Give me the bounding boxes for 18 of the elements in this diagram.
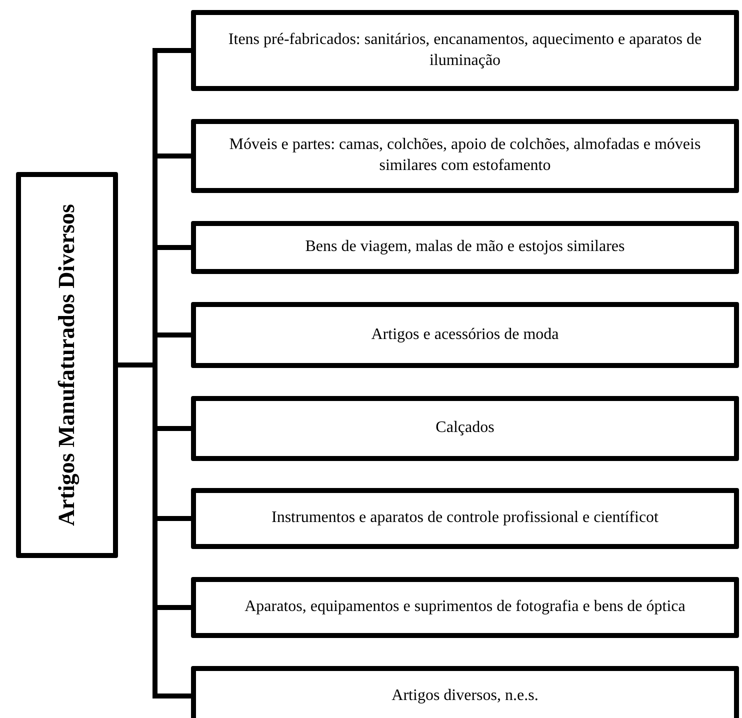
subcategory-label: Bens de viagem, malas de mão e estojos similares bbox=[305, 237, 625, 258]
subcategory-box bbox=[191, 488, 739, 549]
subcategory-label: Itens pré-fabricados: sanitários, encanamentos, aquecimento e aparatos de iluminação bbox=[227, 30, 703, 70]
subcategory-box bbox=[191, 221, 739, 274]
category-box bbox=[16, 172, 118, 558]
subcategory-box bbox=[191, 577, 739, 638]
subcategory-label: Móveis e partes: camas, colchões, apoio de colchões, almofadas e móveis similares com estofamento bbox=[228, 135, 702, 176]
subcategory-label: Calçados bbox=[436, 418, 494, 438]
subcategory-box bbox=[191, 396, 739, 461]
category-title: Artigos Manufaturados Diversos bbox=[54, 203, 80, 528]
subcategory-label: Artigos diversos, n.e.s. bbox=[392, 686, 538, 706]
subcategory-box bbox=[191, 10, 739, 91]
subcategory-box bbox=[191, 119, 739, 193]
subcategory-box bbox=[191, 666, 739, 718]
subcategory-label: Artigos e acessórios de moda bbox=[371, 324, 559, 345]
subcategory-label: Instrumentos e aparatos de controle profissional e científicot bbox=[272, 508, 658, 528]
subcategory-label: Aparatos, equipamentos e suprimentos de fotografia e bens de óptica bbox=[244, 597, 686, 618]
subcategory-box bbox=[191, 302, 739, 368]
